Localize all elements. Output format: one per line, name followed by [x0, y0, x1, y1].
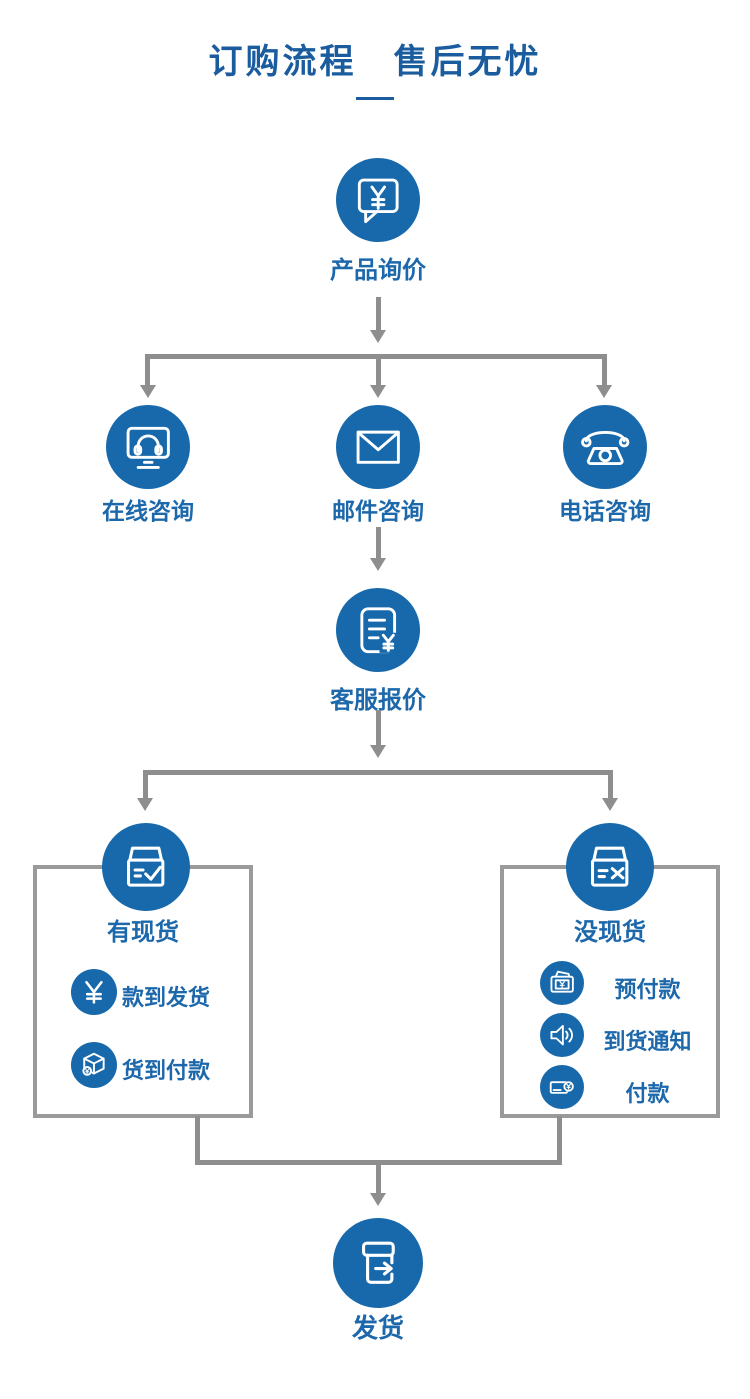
out-of-stock-item-2-icon-circle	[540, 1013, 584, 1057]
node-ship	[333, 1218, 423, 1308]
node-online-consult	[106, 405, 190, 489]
out-of-stock-item-1-icon-circle	[540, 961, 584, 1005]
box-x-icon	[591, 846, 629, 887]
node-in-stock-label: 有现货	[107, 919, 179, 946]
in-stock-item-1-label: 款到发货	[122, 985, 211, 1010]
in-stock-item-2-icon-circle	[71, 1042, 117, 1088]
down-arrow-icon	[370, 330, 386, 343]
node-ship-label: 发货	[351, 1313, 404, 1343]
wallet-yen-icon	[550, 970, 574, 993]
connector-outstock-merge-vline	[557, 1116, 562, 1163]
out-of-stock-item-1-label: 预付款	[614, 977, 681, 1002]
connector-instock-shaft	[143, 770, 148, 798]
down-arrow-icon	[370, 1193, 386, 1206]
down-arrow-icon	[370, 745, 386, 758]
node-product-inquiry-label: 产品询价	[330, 257, 426, 284]
node-out-of-stock-label: 没现货	[574, 919, 646, 946]
node-phone-consult	[563, 405, 647, 489]
down-arrow-icon	[140, 385, 156, 398]
out-of-stock-item-3-icon-circle	[540, 1065, 584, 1109]
out-of-stock-item-3-label: 付款	[625, 1081, 670, 1106]
node-online-consult-label: 在线咨询	[102, 498, 194, 524]
node-product-inquiry	[336, 158, 420, 242]
connector-channel3-shaft	[602, 354, 607, 385]
down-arrow-icon	[137, 798, 153, 811]
page-title: 订购流程 售后无忧	[208, 43, 542, 81]
box-check-icon	[127, 846, 165, 887]
connector-instock-merge-vline	[195, 1116, 200, 1163]
speaker-icon	[550, 1024, 573, 1046]
connector-inquiry-shaft	[376, 297, 381, 330]
node-phone-consult-label: 电话咨询	[559, 498, 651, 524]
connector-ship-shaft	[376, 1160, 381, 1193]
monitor-headset-icon	[126, 426, 170, 469]
node-email-consult	[336, 405, 420, 489]
envelope-icon	[356, 430, 400, 464]
node-service-quote	[336, 588, 420, 672]
card-yen-icon	[549, 1080, 574, 1094]
connector-stock-shaft	[376, 710, 381, 745]
connector-channel1-shaft	[145, 354, 150, 385]
out-of-stock-item-2-label: 到货通知	[603, 1029, 692, 1054]
document-yen-icon	[360, 607, 399, 653]
node-email-consult-label: 邮件咨询	[332, 498, 424, 524]
down-arrow-icon	[370, 558, 386, 571]
connector-outstock-shaft	[608, 770, 613, 798]
package-yen-icon	[82, 1052, 105, 1076]
title-underline	[356, 97, 394, 100]
connector-stock-hline	[143, 770, 613, 775]
telephone-icon	[580, 430, 630, 465]
in-stock-item-1-icon-circle	[71, 969, 117, 1015]
yen-icon	[85, 981, 103, 1004]
connector-channel2-shaft	[376, 354, 381, 385]
node-service-quote-label: 客服报价	[330, 687, 426, 714]
chat-bubble-yen-icon	[357, 178, 399, 223]
node-in-stock	[102, 823, 190, 911]
in-stock-item-2-label: 货到付款	[122, 1058, 211, 1083]
box-arrow-icon	[361, 1241, 395, 1284]
down-arrow-icon	[602, 798, 618, 811]
connector-quote-shaft	[376, 527, 381, 558]
down-arrow-icon	[370, 385, 386, 398]
node-out-of-stock	[566, 823, 654, 911]
down-arrow-icon	[596, 385, 612, 398]
